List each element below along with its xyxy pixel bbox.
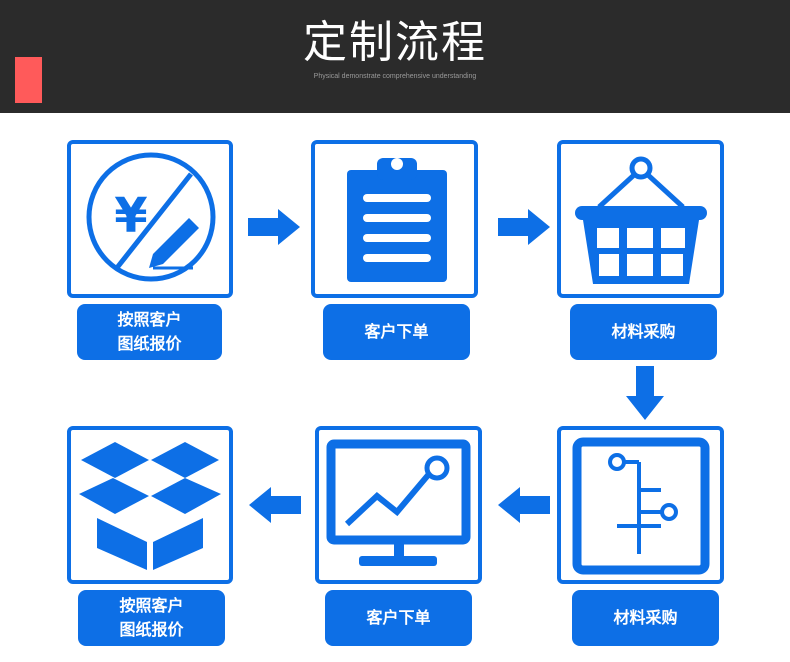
yuan-pen-icon: ¥ [86, 152, 216, 282]
clipboard-icon [347, 158, 447, 282]
page-title: 定制流程 [303, 17, 487, 68]
arrow-down-icon [626, 366, 664, 420]
basket-icon [575, 156, 707, 284]
step-4-icon-box [557, 426, 724, 584]
step-1-icon-box: ¥ [67, 140, 233, 298]
step-2-icon-box [311, 140, 478, 298]
step-3-label: 材料采购 [570, 304, 717, 360]
step-1-label: 按照客户 图纸报价 [77, 304, 222, 360]
arrow-left-icon [498, 487, 550, 523]
step-4-label: 材料采购 [572, 590, 719, 646]
step-2-label: 客户下单 [323, 304, 470, 360]
page-subtitle: Physical demonstrate comprehensive under… [313, 73, 477, 80]
step-5-icon-box [315, 426, 482, 584]
step-6-icon-box [67, 426, 233, 584]
arrow-right-icon [248, 209, 300, 245]
header-accent-marker [15, 57, 42, 103]
step-5-label: 客户下单 [325, 590, 472, 646]
arrow-right-icon [498, 209, 550, 245]
chart-monitor-icon [326, 439, 471, 566]
process-tree-icon [572, 437, 710, 575]
open-box-icon [79, 442, 221, 570]
page-header: 定制流程 Physical demonstrate comprehensive … [0, 0, 790, 113]
step-3-icon-box [557, 140, 724, 298]
step-6-label: 按照客户 图纸报价 [78, 590, 225, 646]
arrow-left-icon [249, 487, 301, 523]
